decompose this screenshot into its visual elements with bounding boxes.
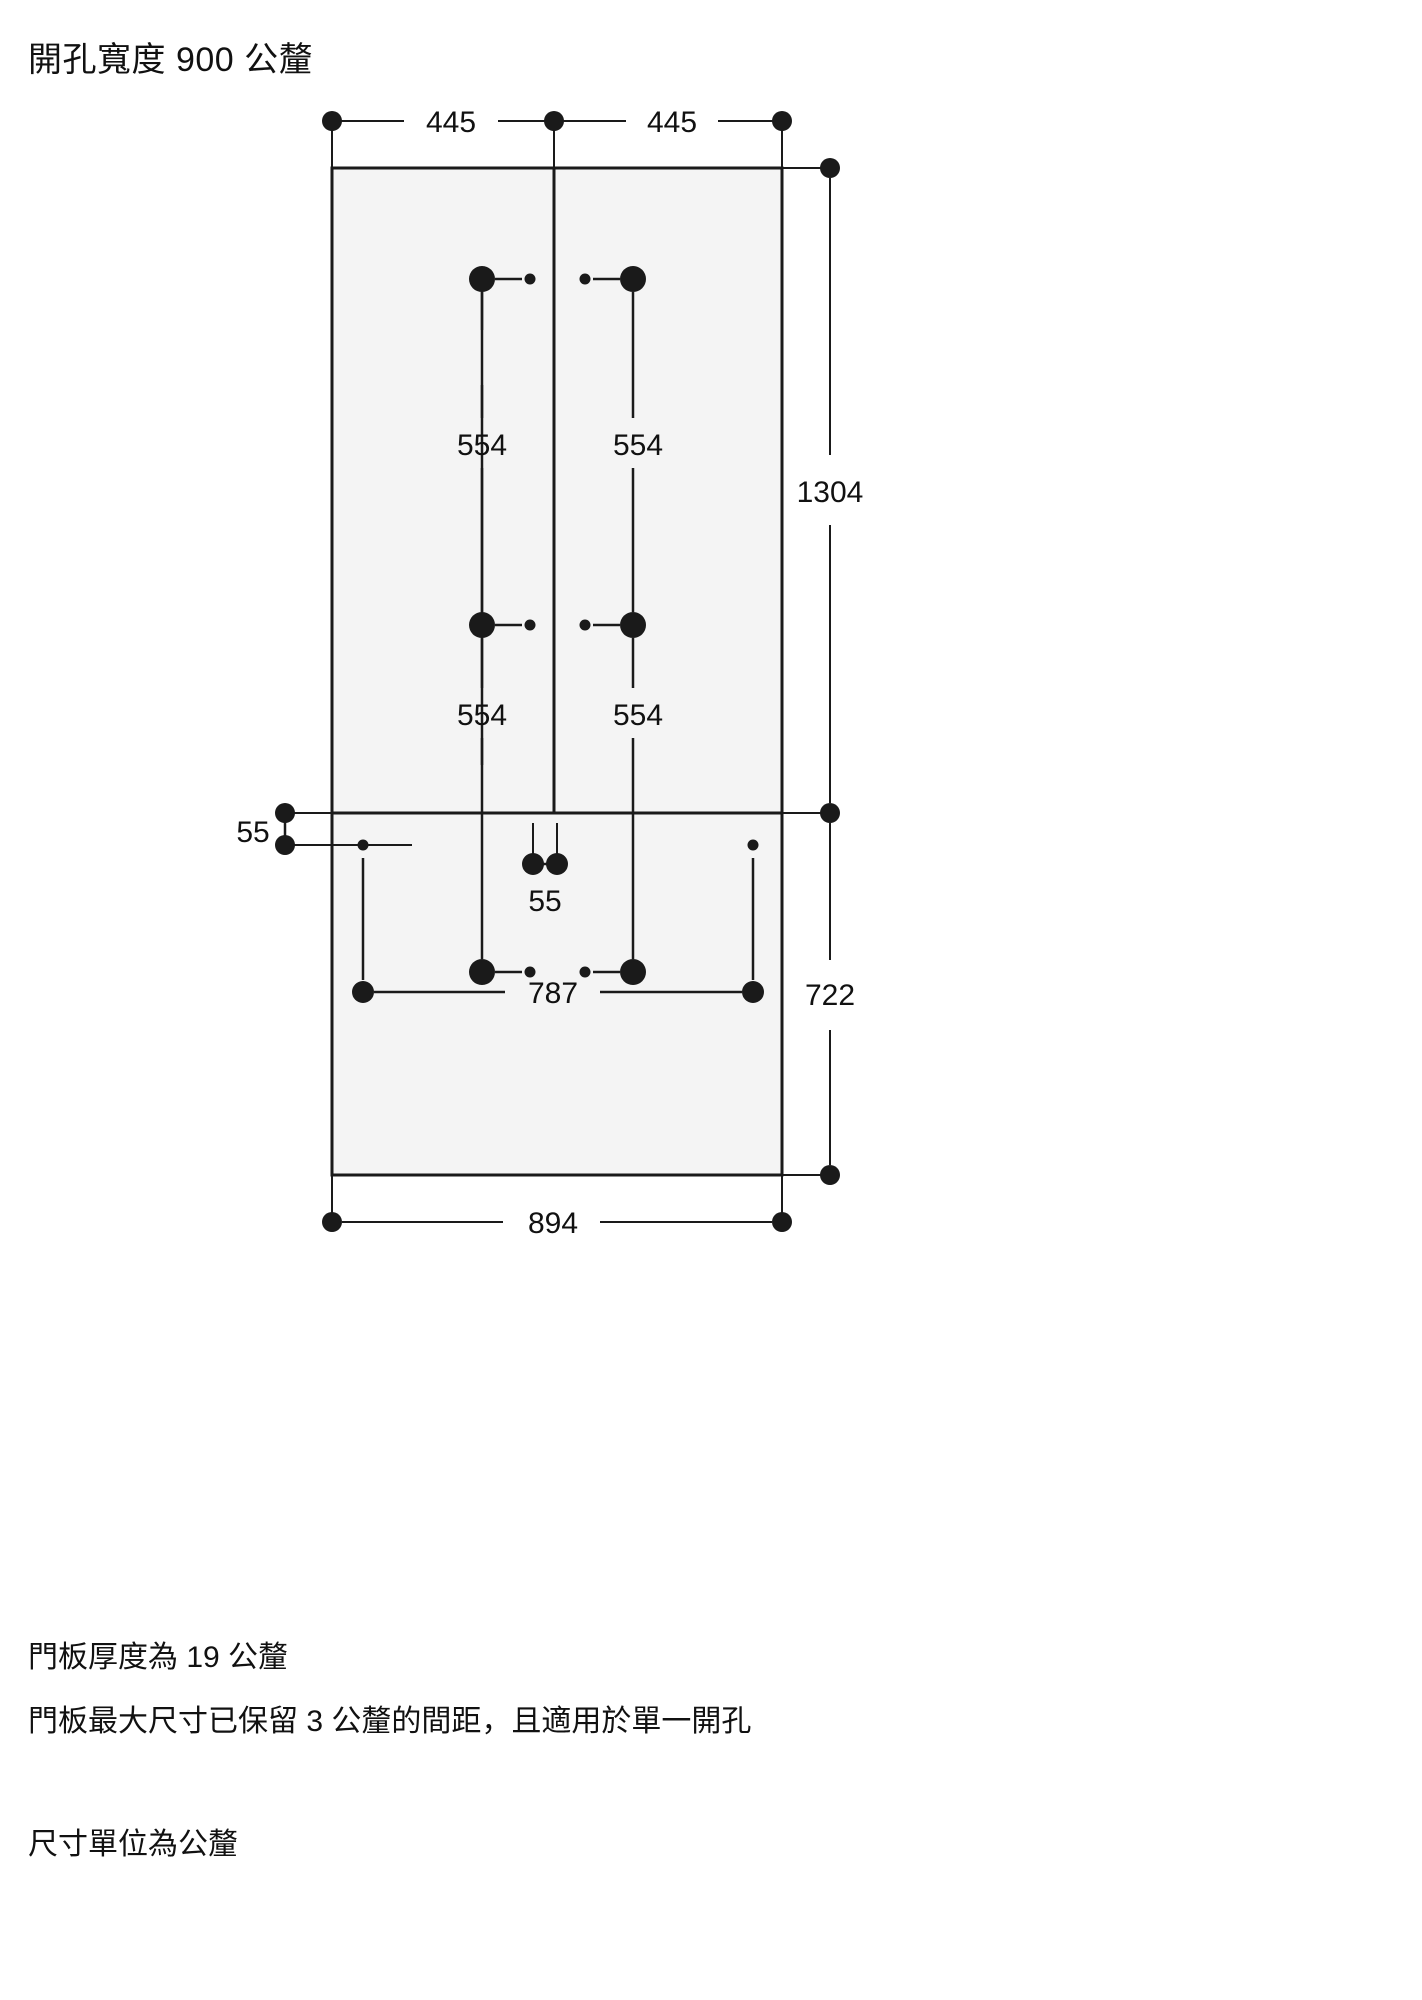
dim-endpoint-dot <box>820 158 840 178</box>
cabinet-panels <box>330 166 784 1177</box>
hinge-small-dot <box>524 273 536 285</box>
left-door-hinge-group: 554 554 <box>457 266 536 985</box>
hinge-point-dot <box>469 612 495 638</box>
handle-small-dot-left <box>357 839 369 851</box>
dim-55-left: 55 <box>236 816 269 849</box>
dim-endpoint-dot <box>742 981 764 1003</box>
upper-right-door-panel <box>552 166 784 815</box>
dim-55-center: 55 <box>528 885 561 918</box>
handle-small-dot-right <box>747 839 759 851</box>
dim-445-left: 445 <box>426 106 476 139</box>
left-offset-dimension: 55 <box>236 803 412 855</box>
hinge-small-dot <box>579 619 591 631</box>
dim-554-top-left: 554 <box>457 429 507 462</box>
top-width-dimension: 445 445 <box>322 106 792 168</box>
hinge-point-dot <box>469 959 495 985</box>
hinge-point-dot <box>620 266 646 292</box>
hinge-small-dot <box>524 966 536 978</box>
dim-1304: 1304 <box>797 476 864 509</box>
dim-722: 722 <box>805 979 855 1012</box>
center-offset-dimension: 55 <box>522 823 568 918</box>
right-door-hinge-group: 554 554 <box>579 266 663 985</box>
hinge-point-dot <box>620 959 646 985</box>
dim-554-bottom-left: 554 <box>457 699 507 732</box>
drawer-handle-dimension: 787 <box>352 839 764 1010</box>
dim-554-bottom-right: 554 <box>613 699 663 732</box>
hinge-small-dot <box>579 966 591 978</box>
dim-endpoint-dot <box>352 981 374 1003</box>
note-door-thickness: 門板厚度為 19 公釐 <box>28 1641 289 1674</box>
dim-894: 894 <box>528 1207 578 1240</box>
dim-787: 787 <box>528 977 578 1010</box>
dim-445-right: 445 <box>647 106 697 139</box>
dim-endpoint-dot <box>820 1165 840 1185</box>
page-title: 開孔寬度 900 公釐 <box>28 41 314 79</box>
right-height-dimensions: 1304 722 <box>782 158 863 1185</box>
dim-554-top-right: 554 <box>613 429 663 462</box>
hinge-point-dot <box>620 612 646 638</box>
hinge-small-dot <box>524 619 536 631</box>
hinge-point-dot <box>469 266 495 292</box>
hinge-small-dot <box>579 273 591 285</box>
note-max-size-clearance: 門板最大尺寸已保留 3 公釐的間距，且適用於單一開孔 <box>28 1705 752 1738</box>
dim-endpoint-dot <box>772 1212 792 1232</box>
dim-endpoint-dot <box>322 1212 342 1232</box>
note-unit: 尺寸單位為公釐 <box>28 1828 238 1861</box>
upper-left-door-panel <box>330 166 556 815</box>
dim-endpoint-dot <box>820 803 840 823</box>
overall-width-dimension: 894 <box>322 1175 792 1240</box>
